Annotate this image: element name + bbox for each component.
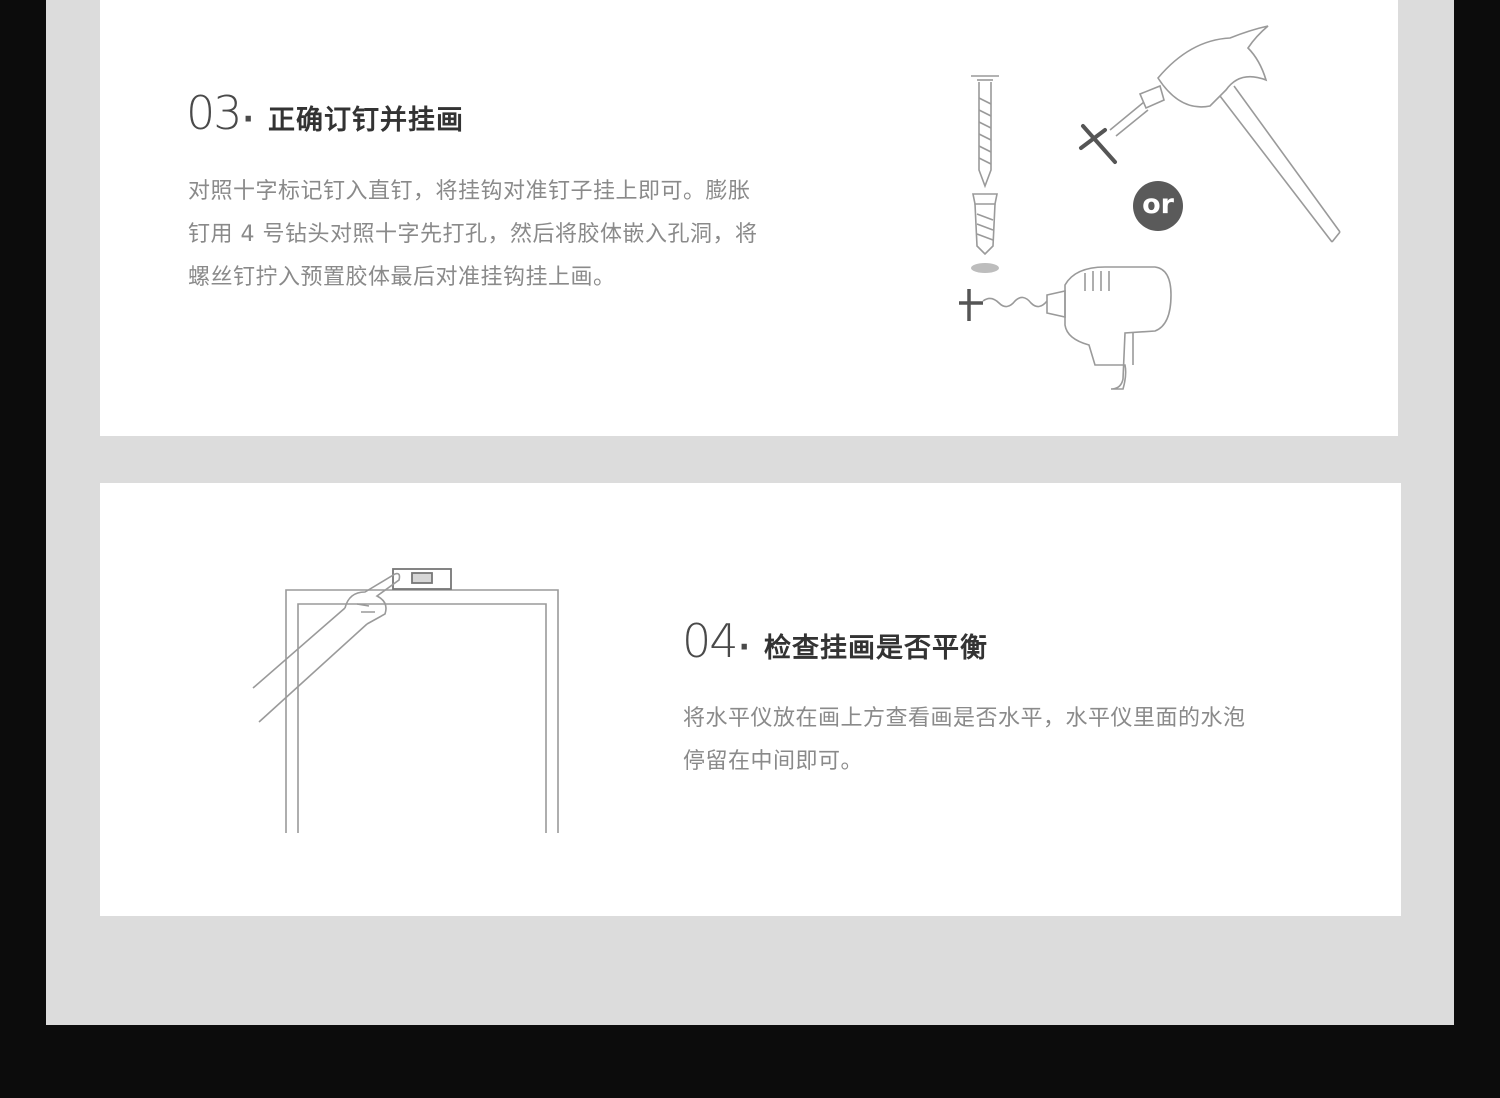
hand-icon: [252, 572, 401, 723]
step-3-body-line-1: 对照十字标记钉入直钉，将挂钩对准钉子挂上即可。膨胀: [188, 179, 751, 204]
step-4-dot: ·: [738, 630, 750, 665]
picture-frame-icon: [285, 589, 559, 833]
step-3-title: 正确订钉并挂画: [267, 105, 464, 136]
hammer-icon: [1109, 25, 1341, 243]
step-4-card: [100, 483, 1401, 916]
spirit-level-icon: [392, 568, 452, 590]
drill-icon: [959, 266, 1172, 390]
step-3-body: 对照十字标记钉入直钉，将挂钩对准钉子挂上即可。膨胀 钉用 4 号钻头对照十字先打…: [188, 170, 758, 299]
step-4-body-line-1: 将水平仪放在画上方查看画是否水平，水平仪里面的水泡: [683, 706, 1246, 731]
step-4-body-line-2: 停留在中间即可。: [683, 749, 864, 774]
step-3-body-line-3: 螺丝钉拧入预置胶体最后对准挂钩挂上画。: [188, 265, 616, 290]
step-3-dot: ·: [242, 102, 254, 137]
step-3-card: [100, 0, 1398, 436]
step-4-number: 04: [682, 614, 739, 668]
step-4-heading: 04 · 检查挂画是否平衡: [682, 614, 988, 668]
wall-anchor-icon: [971, 193, 999, 273]
nail-icon: [971, 75, 999, 189]
step-3-heading: 03 · 正确订钉并挂画: [186, 86, 464, 140]
cross-mark-icon: [1079, 124, 1117, 164]
step-4-title: 检查挂画是否平衡: [763, 633, 988, 664]
or-badge: or: [1133, 181, 1183, 231]
step-3-number: 03: [186, 86, 243, 140]
step-4-body: 将水平仪放在画上方查看画是否水平，水平仪里面的水泡 停留在中间即可。: [683, 697, 1246, 783]
step-3-body-line-2: 钉用 4 号钻头对照十字先打孔，然后将胶体嵌入孔洞，将: [188, 222, 758, 247]
